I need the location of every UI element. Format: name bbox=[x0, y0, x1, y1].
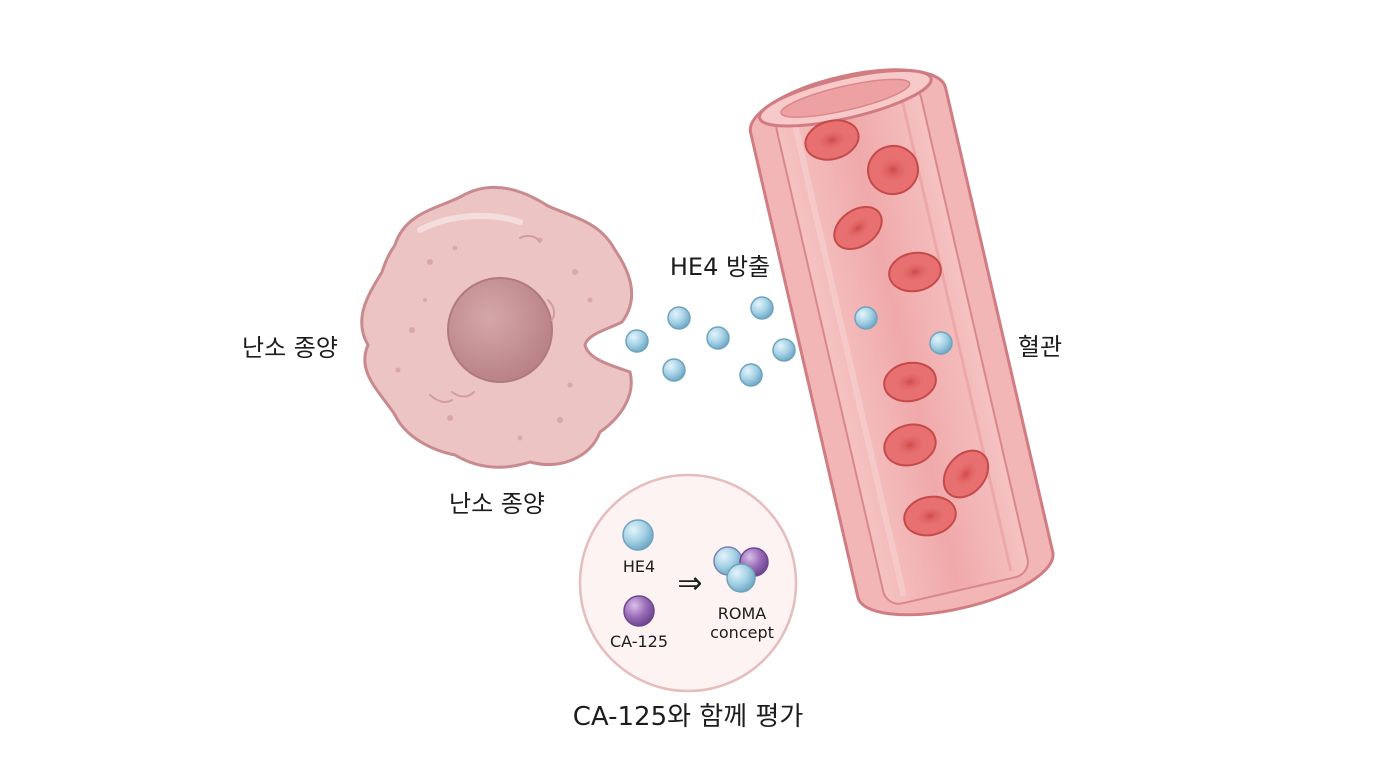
he4-molecule bbox=[667, 306, 691, 330]
red-blood-cells bbox=[804, 119, 990, 537]
inset-ca125-label: CA-125 bbox=[610, 632, 668, 651]
he4-molecule bbox=[750, 296, 774, 320]
he4-molecule bbox=[772, 338, 796, 362]
he4-molecule bbox=[929, 331, 953, 355]
red-blood-cell bbox=[833, 206, 883, 250]
red-blood-cell bbox=[867, 144, 919, 196]
inset-roma-label: ROMA bbox=[718, 604, 767, 623]
caption: CA-125와 함께 평가 bbox=[573, 702, 804, 732]
cell-texture bbox=[429, 234, 556, 404]
red-blood-cell bbox=[888, 251, 942, 293]
ca125-icon bbox=[623, 595, 655, 627]
he4-molecule bbox=[625, 329, 649, 353]
red-blood-cell bbox=[883, 361, 937, 403]
red-blood-cell bbox=[883, 423, 937, 467]
red-blood-cell bbox=[804, 119, 860, 161]
roma-combined-molecule bbox=[713, 546, 769, 593]
he4-molecule bbox=[662, 358, 686, 382]
he4-molecule bbox=[739, 363, 763, 387]
he4-molecules bbox=[625, 296, 953, 387]
red-blood-cell bbox=[942, 449, 990, 499]
tumor-cell bbox=[360, 185, 634, 469]
he4-molecule bbox=[854, 306, 878, 330]
tumor-label-left: 난소 종양 bbox=[242, 334, 338, 362]
tumor-label-bottom: 난소 종양 bbox=[449, 490, 545, 518]
inset-he4-label: HE4 bbox=[623, 557, 655, 576]
combine-arrow-icon: ⇒ bbox=[677, 566, 702, 601]
roma-inset: HE4 CA-125 ⇒ ROMA concept bbox=[578, 473, 798, 693]
he4-secretion-label: HE4 방출 bbox=[670, 253, 770, 281]
cell-granules bbox=[395, 237, 593, 441]
inset-concept-label: concept bbox=[710, 623, 774, 642]
vessel-label: 혈관 bbox=[1018, 333, 1062, 361]
he4-icon bbox=[622, 519, 654, 551]
he4-molecule bbox=[706, 326, 730, 350]
cell-highlight bbox=[417, 212, 523, 233]
cell-nucleus bbox=[447, 277, 553, 383]
red-blood-cell bbox=[903, 495, 957, 537]
